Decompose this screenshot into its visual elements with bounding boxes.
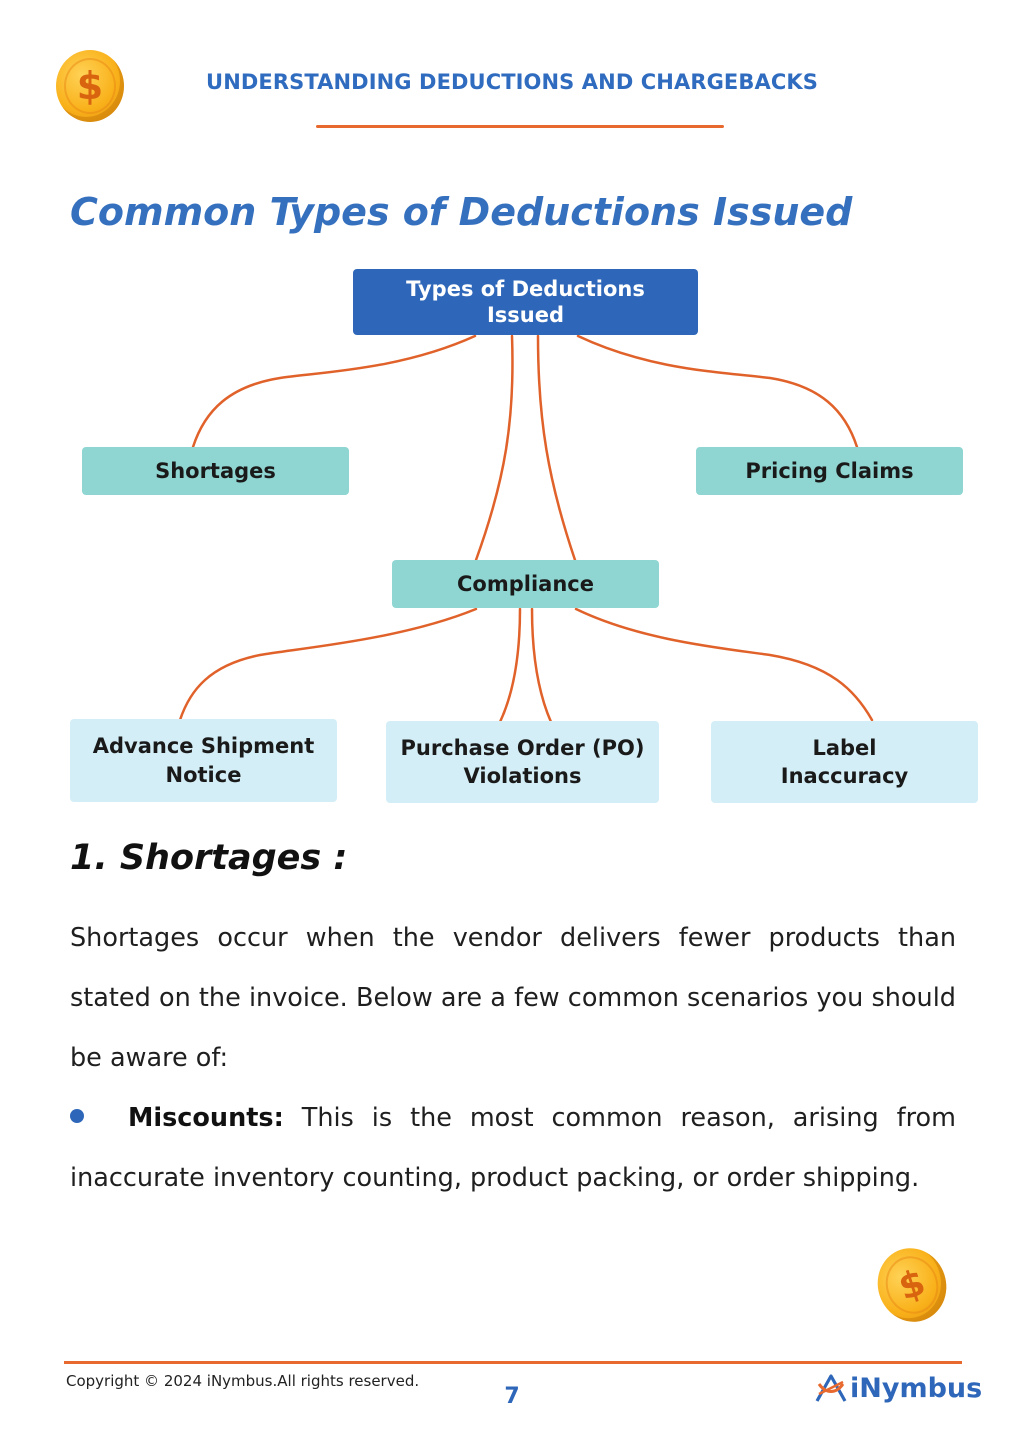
- diagram-node-label: Compliance: [457, 571, 594, 596]
- diagram-node-label: Purchase Order (PO) Violations: [400, 735, 645, 788]
- diagram-node-pricing-claims: Pricing Claims: [696, 447, 963, 495]
- dollar-coin-icon: $: [56, 50, 124, 122]
- diagram-node-label: Advance Shipment Notice: [92, 734, 315, 787]
- subsection-paragraph: Shortages occur when the vendor delivers…: [70, 923, 956, 1073]
- footer-divider: [64, 1361, 962, 1364]
- subsection-heading: 1. Shortages :: [70, 838, 348, 878]
- header-divider: [316, 125, 724, 128]
- bullet-dot-icon: [70, 1109, 84, 1123]
- dollar-coin-icon: $: [868, 1239, 956, 1331]
- diagram-node-label: Shortages: [155, 458, 276, 483]
- diagram-node-label: Pricing Claims: [745, 458, 914, 483]
- connector-compliance-po-b: [530, 607, 553, 724]
- connector-root-shortages: [191, 334, 477, 449]
- diagram-root-node: Types of Deductions Issued: [353, 269, 698, 335]
- diagram-node-label-inaccuracy: Label Inaccuracy: [711, 721, 978, 803]
- bullet-text: This is the most common reason, arising …: [70, 1103, 956, 1193]
- diagram-node-label: Label Inaccuracy: [780, 735, 909, 788]
- connector-compliance-label: [574, 607, 874, 722]
- bullet-term: Miscounts:: [128, 1103, 284, 1133]
- diagram-node-shortages: Shortages: [82, 447, 349, 495]
- diagram-node-compliance: Compliance: [392, 560, 659, 608]
- diagram-node-po-violations: Purchase Order (PO) Violations: [386, 721, 659, 803]
- document-header-title: UNDERSTANDING DEDUCTIONS AND CHARGEBACKS: [206, 70, 818, 94]
- page-number: 7: [504, 1384, 520, 1409]
- inymbus-logo-icon: [815, 1374, 847, 1402]
- brand-name: iNymbus: [850, 1372, 983, 1404]
- diagram-node-advance-shipment-notice: Advance Shipment Notice: [70, 719, 337, 802]
- footer-copyright: Copyright © 2024 iNymbus.All rights rese…: [66, 1372, 420, 1390]
- connector-root-pricing: [576, 334, 859, 449]
- connector-compliance-asn: [178, 607, 478, 722]
- connector-root-compliance-a: [474, 334, 514, 562]
- section-title: Common Types of Deductions Issued: [70, 190, 853, 234]
- connector-compliance-po-a: [498, 607, 522, 724]
- brand-logo: iNymbus: [814, 1372, 982, 1404]
- connector-root-compliance-b: [536, 334, 577, 562]
- bullet-list-item: Miscounts: This is the most common reaso…: [70, 1088, 956, 1208]
- diagram-root-label: Types of Deductions Issued: [406, 276, 645, 327]
